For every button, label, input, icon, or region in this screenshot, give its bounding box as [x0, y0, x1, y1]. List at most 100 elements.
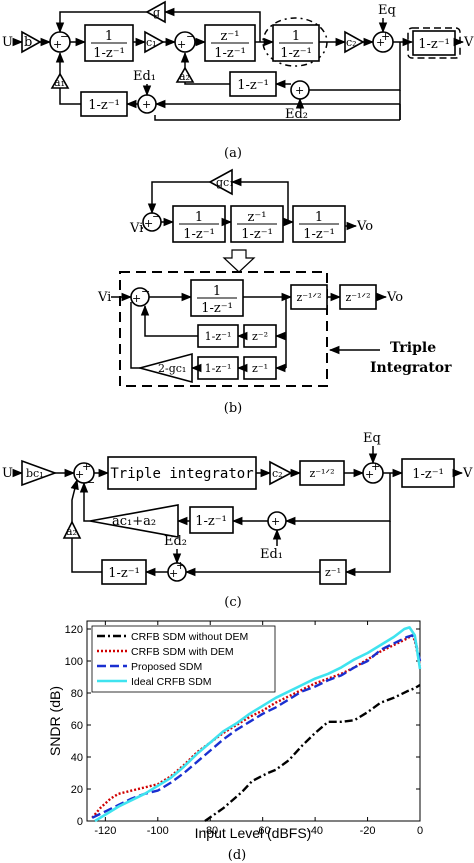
- x-tick-label: -60: [255, 825, 271, 837]
- wire: [163, 7, 261, 42]
- legend-label-2: CRFB SDM with DEM: [131, 646, 234, 658]
- b-zhalf2-box: [339, 284, 377, 310]
- sign: −: [141, 285, 150, 298]
- wire: [70, 478, 79, 522]
- wire: [71, 538, 102, 573]
- b-int2-num: z⁻¹: [248, 210, 267, 225]
- triple-label-line2: Integrator: [370, 360, 452, 376]
- gain-b-label: b: [24, 35, 32, 50]
- c-zhalf-label: z⁻¹ᐟ²: [309, 467, 334, 480]
- c-delay-mid-label: 1-z⁻¹: [195, 514, 227, 529]
- ed1-label: Ed₁: [133, 69, 156, 84]
- wire: [154, 115, 400, 121]
- wire: [140, 304, 198, 337]
- b-fb-1z-c-label: 1-z⁻¹: [205, 362, 232, 375]
- c-eq-label: Eq: [363, 431, 381, 446]
- x-axis-label: Input Level (dBFS): [195, 825, 312, 841]
- legend-label-3: Proposed SDM: [131, 661, 202, 673]
- c-gain-bc1-label: bc₁: [26, 467, 44, 480]
- int1-den: 1-z⁻¹: [93, 46, 125, 61]
- b-int3-num: 1: [315, 210, 323, 225]
- sign: +: [144, 217, 153, 230]
- sign: −: [60, 30, 69, 43]
- delay-out-label: 1-z⁻¹: [418, 37, 450, 52]
- c-gain-a2-label: a₂: [66, 525, 77, 538]
- b-fb-z1-label: z⁻¹: [252, 362, 268, 375]
- caption-c: (c): [224, 595, 241, 610]
- caption-d: (d): [228, 848, 246, 863]
- eq-label: Eq: [378, 3, 396, 18]
- sign: +: [376, 36, 385, 49]
- c-input-u-label: U: [2, 466, 13, 481]
- b-fb-z2-label: z⁻²: [252, 330, 268, 343]
- y-tick-label: 20: [71, 784, 83, 796]
- sign: −: [152, 210, 161, 223]
- gain-c2-triangle: [344, 30, 365, 54]
- y-tick-label: 40: [71, 752, 83, 764]
- b-zhalf1-label: z⁻¹ᐟ²: [296, 291, 321, 304]
- sign: +: [365, 468, 374, 481]
- input-u-label: U: [2, 35, 13, 50]
- y-axis-label: SNDR (dB): [47, 686, 63, 756]
- x-tick-label: -120: [94, 825, 116, 837]
- panel-a: U b + − 1 1-z⁻¹ c₁ + − z⁻¹ 1-z⁻¹ 1: [2, 0, 474, 161]
- c-delay-low-label: 1-z⁻¹: [108, 566, 140, 581]
- int2-den: 1-z⁻¹: [214, 46, 246, 61]
- series-line-4: [94, 626, 422, 823]
- delay-fb2-box: [80, 91, 128, 117]
- sign: +: [176, 559, 185, 572]
- sign: −: [86, 476, 95, 489]
- b-gain-2gc1-label: 2-gc₁: [158, 362, 186, 375]
- b-gain-2gc1: [136, 352, 193, 384]
- delay-fb2-label: 1-z⁻¹: [88, 98, 120, 113]
- panel-b: Vi + − 1 1-z⁻¹ z⁻¹ 1-z⁻¹ 1 1-z⁻¹ Vo gc₁ …: [97, 168, 452, 416]
- sign: +: [82, 460, 91, 473]
- c-ed2-label: Ed₂: [164, 534, 187, 549]
- sign: +: [75, 468, 84, 481]
- wire: [344, 521, 391, 577]
- triple-label-line1: Triple: [390, 340, 436, 356]
- vi2-label: Vi: [97, 290, 111, 305]
- series-layer: [91, 626, 422, 823]
- c-zhalf-box: [299, 460, 345, 486]
- b-fb-1z-a-label: 1-z⁻¹: [205, 330, 232, 343]
- delay-fb1-label: 1-z⁻¹: [237, 78, 269, 93]
- wire: [55, 11, 147, 34]
- wire: [79, 481, 90, 522]
- c-triple-integrator-box: [107, 456, 257, 490]
- sign: +: [177, 38, 186, 51]
- wire: [230, 177, 289, 222]
- wire: [147, 181, 210, 215]
- c-triple-label: Triple integrator: [110, 466, 253, 482]
- gain-a2-triangle: [175, 66, 195, 83]
- vi-label: Vi: [129, 221, 143, 236]
- delay-out-box: [412, 30, 456, 56]
- y-tick-label: 120: [65, 624, 83, 636]
- int3-den: 1-z⁻¹: [280, 46, 312, 61]
- sign: +: [169, 567, 178, 580]
- caption-a: (a): [224, 146, 242, 161]
- b-gain-gc1: [208, 168, 233, 196]
- c-gain-bc1: [21, 459, 58, 487]
- b-gain-gc1-label: gc₁: [216, 176, 234, 189]
- c-gain-ac1a2-label: ac₁+a₂: [112, 514, 156, 529]
- sign: +: [132, 292, 141, 305]
- vo2-label: Vo: [386, 290, 403, 305]
- wire: [130, 302, 140, 369]
- series-line-1: [204, 683, 421, 822]
- gain-a1-triangle: [50, 72, 70, 89]
- x-tick-label: -20: [360, 825, 376, 837]
- x-tick-label: -80: [202, 825, 218, 837]
- y-tick-label: 0: [77, 816, 83, 828]
- b-int2-den: 1-z⁻¹: [241, 227, 273, 242]
- c-output-v-label: V: [462, 466, 473, 481]
- sign: +: [271, 515, 280, 528]
- int2-num: z⁻¹: [221, 29, 240, 44]
- b-int-lower-num: 1: [213, 284, 221, 299]
- x-tick-label: -40: [307, 825, 323, 837]
- caption-b: (b): [224, 401, 242, 416]
- int3-num: 1: [292, 29, 300, 44]
- gain-g-label: g: [153, 6, 160, 19]
- gain-a2-label: a₂: [179, 70, 190, 83]
